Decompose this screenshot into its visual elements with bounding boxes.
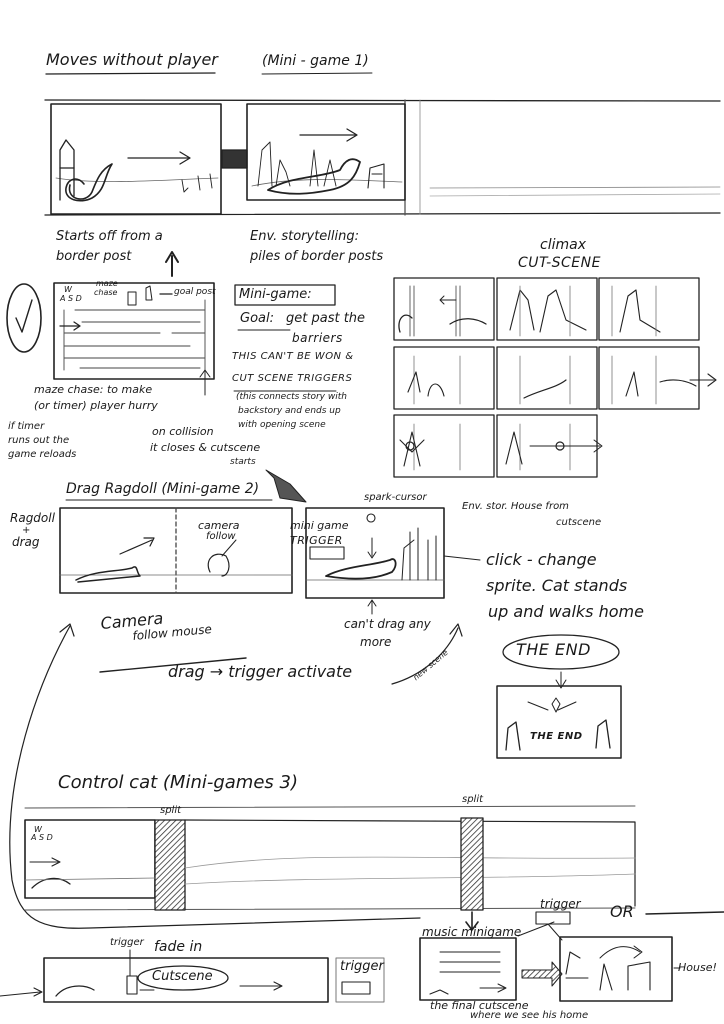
music-minigame-label: music minigame <box>422 925 522 939</box>
the-end-title: THE END <box>516 640 591 659</box>
split-label-2: split <box>462 794 484 805</box>
spark-cursor-label: spark-cursor <box>364 492 427 503</box>
timer-note-line-3: game reloads <box>8 449 77 460</box>
collision-note-line-3: starts <box>230 457 256 467</box>
drag-trigger-activate: drag → trigger activate <box>168 662 353 681</box>
ragdoll-side-line-1: Ragdoll <box>10 511 55 525</box>
control-wasd-bottom: A S D <box>31 833 53 842</box>
story-line-2: backstory and ends up <box>238 406 341 416</box>
story-line-3: with opening scene <box>238 420 326 430</box>
camera-follow-line-1: camera <box>198 519 240 532</box>
goal-line-2: barriers <box>292 331 343 345</box>
or-label: OR <box>610 902 634 921</box>
trigger-label-2: trigger <box>340 959 384 974</box>
click-change-line-2: sprite. Cat stands <box>486 576 628 595</box>
env-stor-line-1: Env. stor. House from <box>462 501 569 512</box>
cant-win-line-1: THIS CAN'T BE WON & <box>232 351 354 362</box>
cutscene-label: Cutscene <box>152 969 213 984</box>
click-change-line-3: up and walks home <box>488 602 644 621</box>
control-wasd-top: W <box>34 825 42 834</box>
maze-chase-label-line-2: chase <box>94 288 118 297</box>
story-line-1: (this connects story with <box>236 392 347 402</box>
final-cutscene-line-1: the final cutscene <box>430 999 529 1012</box>
env-stor-line-2: cutscene <box>556 517 602 528</box>
ragdoll-side-line-3: drag <box>12 535 40 549</box>
final-cutscene-line-2: where we see his home <box>470 1010 589 1021</box>
climax-title-line-1: climax <box>540 237 586 253</box>
minigame-box-title: Mini-game: <box>239 287 312 302</box>
trigger-label-3: trigger <box>540 897 581 911</box>
goal-post-label: goal post <box>174 287 216 297</box>
goal-label: Goal: <box>240 311 274 326</box>
click-change-line-1: click - change <box>486 550 597 569</box>
house-label: House! <box>678 961 717 974</box>
split-label-1: split <box>160 805 182 816</box>
timer-note-line-1: if timer <box>8 421 45 432</box>
minigame-trigger-line-1: mini game <box>290 519 349 532</box>
collision-note-line-2: it closes & cutscene <box>150 441 261 454</box>
maze-note-line-2: (or timer) player hurry <box>34 399 158 412</box>
caption-border-post-line-2: border post <box>56 249 132 264</box>
ragdoll-side-line-2: + <box>22 525 31 536</box>
minigame-trigger-line-2: TRIGGER <box>290 534 343 547</box>
camera-follow-line-2: follow <box>206 531 236 542</box>
section-1-subtitle: (Mini - game 1) <box>262 53 369 69</box>
climax-title-line-2: CUT-SCENE <box>518 255 601 271</box>
caption-env-storytelling-line-1: Env. storytelling: <box>250 229 360 244</box>
section-1-title: Moves without player <box>46 50 218 69</box>
control-cat-title: Control cat (Mini-games 3) <box>58 772 298 793</box>
ragdoll-title: Drag Ragdoll (Mini-game 2) <box>66 481 260 497</box>
maze-note-line-1: maze chase: to make <box>34 383 153 396</box>
caption-env-storytelling-line-2: piles of border posts <box>250 249 384 264</box>
caption-border-post-line-1: Starts off from a <box>56 229 163 244</box>
cant-drag-line-1: can't drag any <box>344 617 431 631</box>
trigger-label-1: trigger <box>110 937 144 948</box>
maze-wasd-top: W <box>64 285 72 294</box>
collision-note-line-1: on collision <box>152 425 214 438</box>
maze-wasd-bottom: A S D <box>60 294 82 303</box>
cant-win-line-2: CUT SCENE TRIGGERS <box>232 373 353 384</box>
goal-line-1: get past the <box>286 311 366 326</box>
the-end-small: THE END <box>530 731 583 742</box>
maze-chase-label-line-1: maze <box>96 279 118 288</box>
cant-drag-line-2: more <box>360 635 392 649</box>
timer-note-line-2: runs out the <box>8 435 70 446</box>
fade-in-label: fade in <box>154 939 203 955</box>
